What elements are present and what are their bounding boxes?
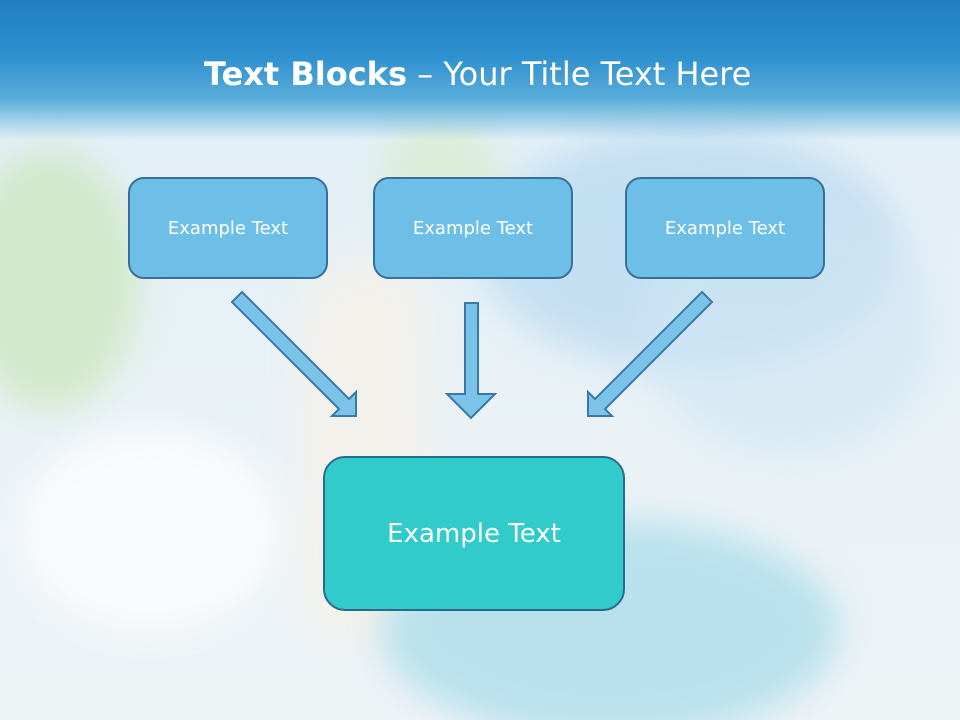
background-leaf-decoration: [0, 150, 140, 410]
text-block-2-label: Example Text: [412, 217, 534, 239]
title-rest: Your Title Text Here: [443, 55, 752, 93]
center-text-block[interactable]: Example Text: [323, 456, 625, 611]
background-flower-decoration: [20, 430, 280, 630]
text-block-3-label: Example Text: [664, 217, 786, 239]
title-separator: –: [407, 55, 444, 93]
arrow-middle-to-center: [444, 302, 498, 420]
arrow-left-to-center: [230, 290, 357, 417]
title-bold-part: Text Blocks: [204, 55, 407, 93]
arrow-right-to-center: [587, 290, 714, 417]
slide-title: Text Blocks – Your Title Text Here: [204, 55, 751, 93]
title-bar: [0, 0, 960, 140]
text-block-1[interactable]: Example Text: [128, 177, 328, 279]
text-block-2[interactable]: Example Text: [373, 177, 573, 279]
center-text-block-label: Example Text: [387, 518, 561, 549]
text-block-1-label: Example Text: [167, 217, 289, 239]
text-block-3[interactable]: Example Text: [625, 177, 825, 279]
